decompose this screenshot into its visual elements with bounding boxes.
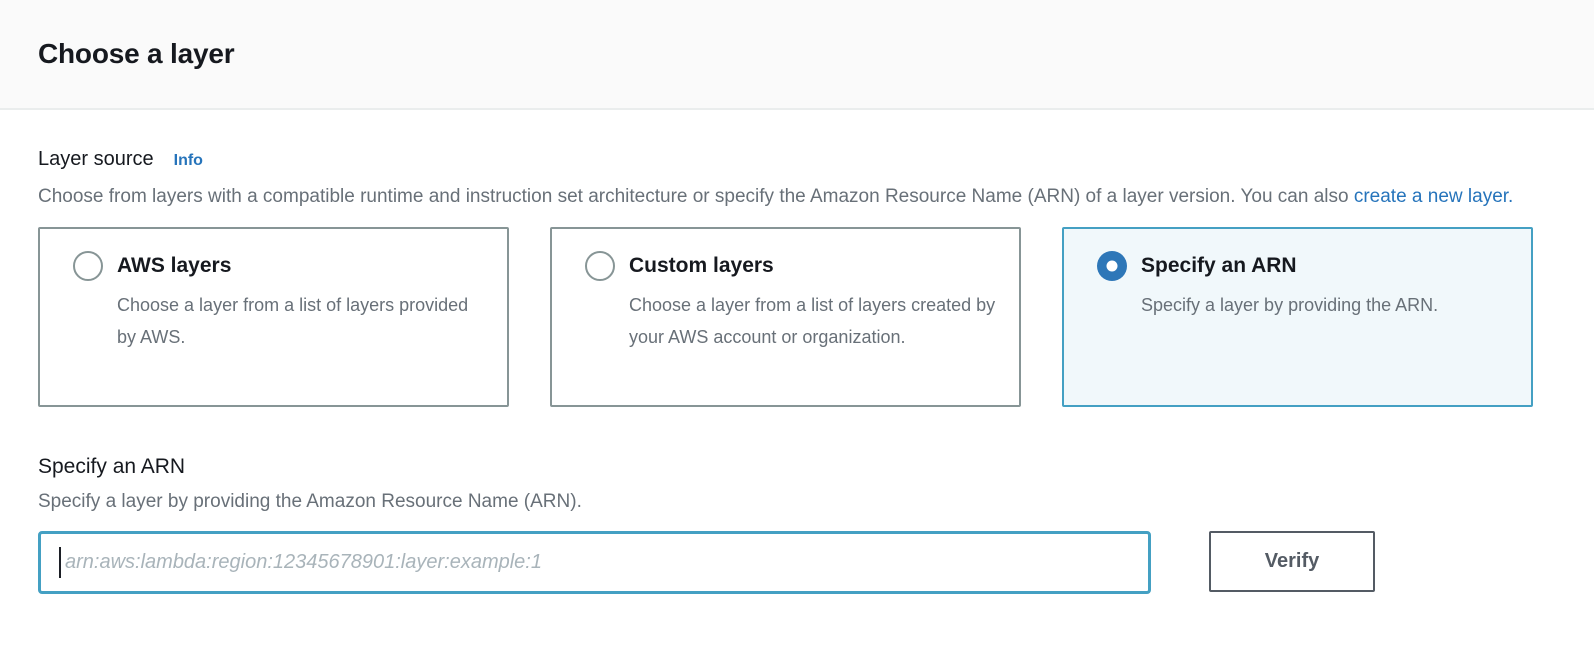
layer-source-tiles: AWS layers Choose a layer from a list of…	[38, 227, 1556, 407]
page-title: Choose a layer	[38, 38, 235, 69]
tile-title: AWS layers	[117, 254, 232, 277]
radio-unchecked-icon[interactable]	[585, 251, 615, 281]
radio-checked-icon[interactable]	[1097, 251, 1127, 281]
text-cursor	[59, 547, 61, 578]
tile-description: Choose a layer from a list of layers pro…	[117, 295, 469, 347]
tile-title: Specify an ARN	[1141, 254, 1297, 277]
tile-custom-layers[interactable]: Custom layers Choose a layer from a list…	[550, 227, 1021, 407]
layer-source-description: Choose from layers with a compatible run…	[38, 181, 1518, 213]
radio-unchecked-icon[interactable]	[73, 251, 103, 281]
specify-arn-heading: Specify an ARN	[38, 455, 186, 478]
layer-source-section: Layer source Info Choose from layers wit…	[0, 148, 1594, 594]
tile-description: Specify a layer by providing the ARN.	[1141, 295, 1439, 315]
create-new-layer-link[interactable]: create a new layer.	[1353, 186, 1514, 207]
tile-title: Custom layers	[629, 254, 774, 277]
layer-source-description-text: Choose from layers with a compatible run…	[38, 186, 1354, 207]
tile-specify-arn[interactable]: Specify an ARN Specify a layer by provid…	[1062, 227, 1533, 407]
arn-input[interactable]	[38, 531, 1151, 594]
specify-arn-description: Specify a layer by providing the Amazon …	[38, 491, 582, 512]
verify-button[interactable]: Verify	[1209, 531, 1375, 592]
tile-description: Choose a layer from a list of layers cre…	[629, 295, 996, 347]
tile-aws-layers[interactable]: AWS layers Choose a layer from a list of…	[38, 227, 509, 407]
arn-input-row: Verify	[38, 531, 1556, 594]
layer-source-label: Layer source	[38, 148, 154, 170]
info-link[interactable]: Info	[173, 152, 203, 169]
panel-header: Choose a layer	[0, 0, 1594, 110]
layer-source-label-row: Layer source Info	[38, 148, 1556, 171]
